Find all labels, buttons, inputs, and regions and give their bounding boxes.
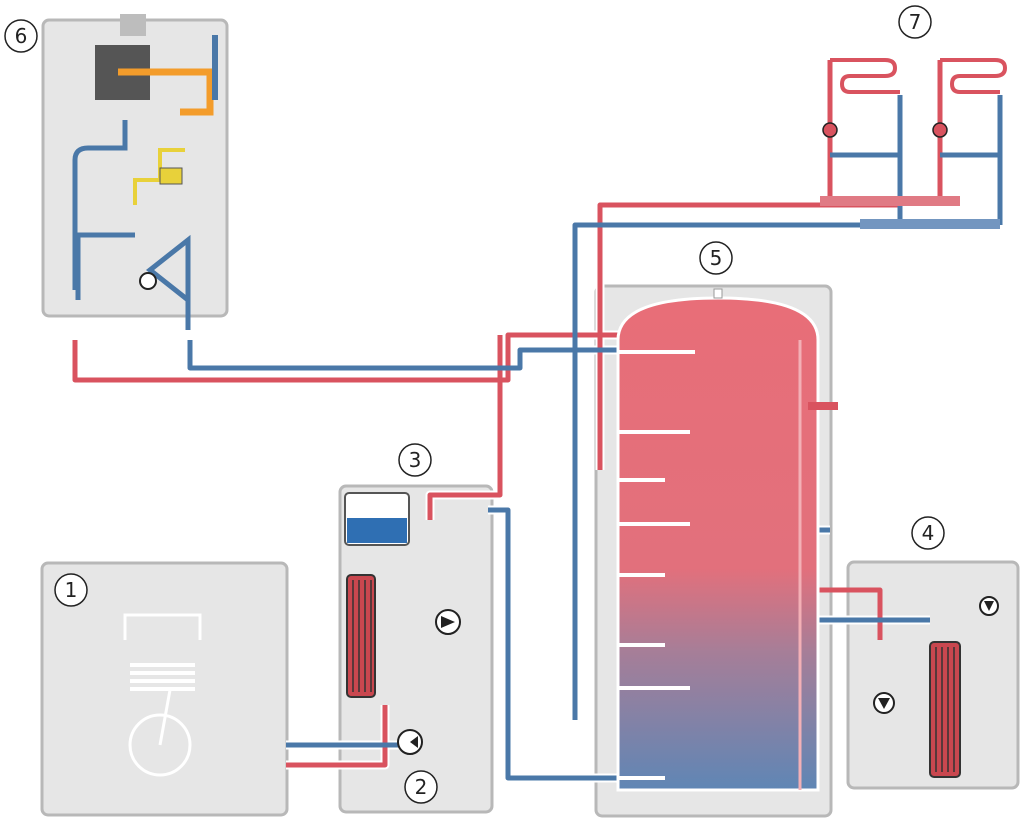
unit-2-3-housing [338, 484, 494, 814]
pump-arrows [410, 601, 994, 748]
svg-text:5: 5 [710, 246, 723, 270]
svg-text:1: 1 [65, 578, 78, 602]
callout-7: 7 [898, 5, 932, 39]
svg-text:4: 4 [922, 521, 935, 545]
callout-3: 3 [398, 443, 432, 477]
callout-6: 6 [4, 19, 38, 53]
callout-5: 5 [699, 241, 733, 275]
svg-text:7: 7 [909, 10, 922, 34]
svg-text:3: 3 [409, 448, 422, 472]
heat-exchanger-4 [929, 641, 961, 778]
storage-tank [616, 288, 838, 792]
svg-text:2: 2 [415, 775, 428, 799]
svg-text:6: 6 [15, 24, 28, 48]
heating-coils [822, 58, 1008, 138]
heat-exchanger-3 [346, 574, 376, 698]
expansion-vessel [344, 492, 410, 546]
callout-4: 4 [911, 516, 945, 550]
callout-1: 1 [54, 573, 88, 607]
boiler-internals [72, 14, 218, 330]
callout-2: 2 [404, 770, 438, 804]
engine-icon [123, 613, 202, 777]
